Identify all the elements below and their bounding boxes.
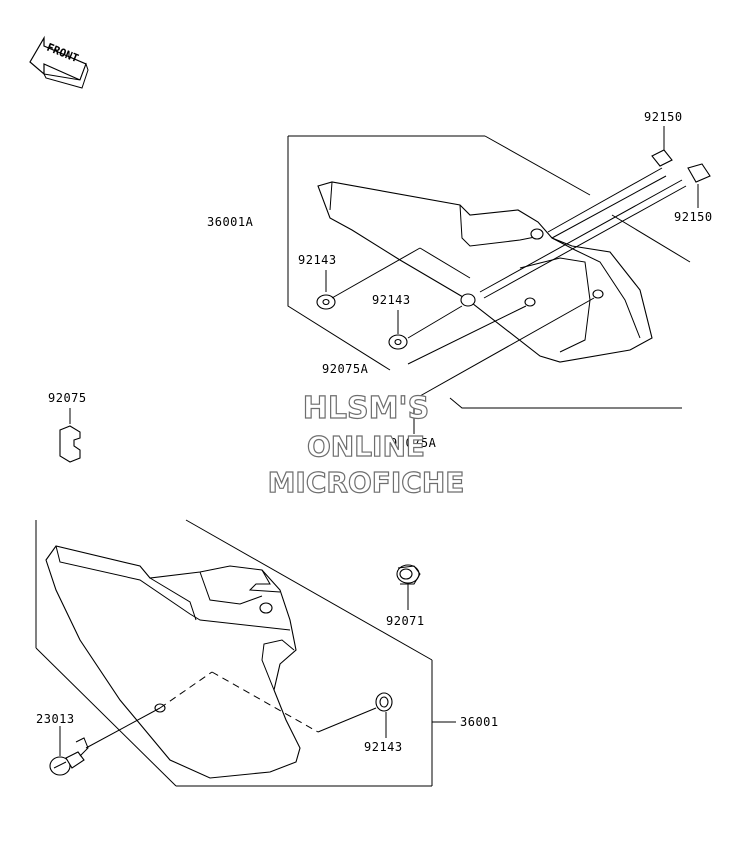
lower-frame-lines [35,519,456,787]
washer-92143-a [316,247,471,310]
washer-92143-c [317,692,393,738]
screw-23013 [49,707,161,776]
grommet-92071 [396,564,421,610]
label-92075A-b: 92075A [390,436,437,450]
watermark-line3: MICROFICHE [268,466,465,499]
label-92150-top: 92150 [644,110,683,124]
lower-dashed-lines [159,671,319,733]
bolt-92150-right [479,163,711,299]
label-92143-a: 92143 [298,253,337,267]
lower-side-cover [45,545,301,779]
clip-92075 [59,408,81,463]
label-92075: 92075 [48,391,87,405]
watermark-line2: ONLINE [307,430,425,463]
front-arrow-icon: FRONT [29,35,89,89]
label-36001A: 36001A [207,215,254,229]
grommet-92075A-lines [407,297,595,434]
label-92150-right: 92150 [674,210,713,224]
upper-frame-lines [287,135,691,409]
label-92143-c: 92143 [364,740,403,754]
label-92143-b: 92143 [372,293,411,307]
label-23013: 23013 [36,712,75,726]
label-92075A-a: 92075A [322,362,369,376]
watermark-line1: HLSM'S [303,391,429,426]
label-92071: 92071 [386,614,425,628]
label-36001: 36001 [460,715,499,729]
watermark: HLSM'S ONLINE MICROFICHE [267,390,465,499]
bolt-92150-top [547,126,673,239]
washer-92143-b [388,305,463,350]
upper-side-cover [317,181,653,363]
